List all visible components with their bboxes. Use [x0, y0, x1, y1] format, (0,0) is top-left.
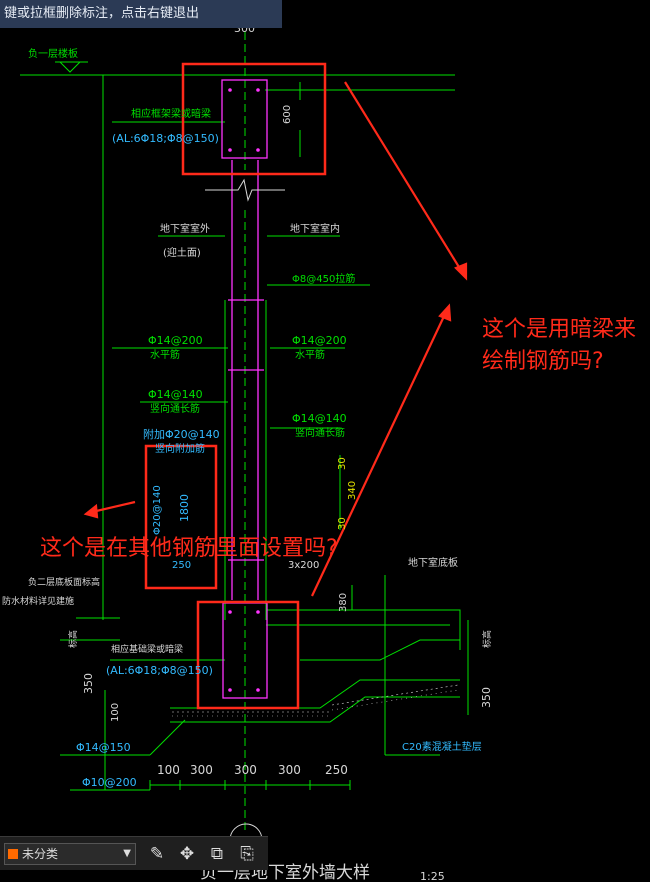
bottom-dim-1: 100 [157, 763, 180, 777]
beam-bot-label: 相应基础梁或暗梁 [111, 643, 183, 655]
outside-sub: (迎土面) [163, 246, 201, 259]
bottom-dim-3: 300 [234, 763, 257, 777]
horiz-right-sub: 水平筋 [295, 348, 325, 361]
outside-label: 地下室室外 [160, 222, 210, 235]
basement-floor-label: 地下室底板 [408, 556, 458, 569]
horiz-left: Φ14@200 [148, 334, 203, 347]
waterproof-note: 防水材料详见建施 [2, 595, 74, 607]
level-b2: 负二层底板面标高 [28, 576, 100, 588]
level-side-right: 标高 [481, 630, 493, 648]
beam-bot-rebar: (AL:6Φ18;Φ8@150) [106, 664, 213, 677]
dim-20-140: Φ20@140 [152, 485, 163, 535]
horiz-right: Φ14@200 [292, 334, 347, 347]
dim-1800: 1800 [178, 494, 191, 522]
dim-250: 250 [172, 560, 191, 571]
dim-600: 600 [282, 105, 293, 124]
dim-100-left: 100 [110, 703, 121, 722]
beam-top-rebar: (AL:6Φ18;Φ8@150) [112, 132, 219, 145]
bottom-toolbar: 未分类 ▼ ✎ ✥ ⧉ ⎘ [0, 836, 268, 870]
level-top-label: 负一层楼板 [28, 47, 78, 60]
category-label: 未分类 [22, 847, 59, 861]
bar-14-150: Φ14@150 [76, 741, 131, 754]
vert-left: Φ14@140 [148, 388, 203, 401]
status-hint: 键或拉框删除标注，点击右键退出 [0, 0, 282, 28]
extra-sub: 竖向附加筋 [155, 442, 205, 455]
extra-bar: 附加Φ20@140 [143, 427, 220, 441]
category-select[interactable]: 未分类 ▼ [4, 843, 136, 865]
beam-top-label: 相应框架梁或暗梁 [131, 107, 211, 120]
level-side-left: 标高 [67, 630, 79, 648]
bar-10-200: Φ10@200 [82, 776, 137, 789]
dim-3x200: 3x200 [288, 560, 319, 571]
vert-right-sub: 竖向通长筋 [295, 426, 345, 439]
bottom-dim-2: 300 [190, 763, 213, 777]
paste-icon[interactable]: ⎘ [240, 844, 254, 864]
tie-bar-label: Φ8@450拉筋 [292, 272, 355, 285]
bottom-dim-4: 300 [278, 763, 301, 777]
dim-350-left: 350 [82, 673, 95, 694]
dim-350-right: 350 [480, 687, 493, 708]
bottom-dim-5: 250 [325, 763, 348, 777]
vert-left-sub: 竖向通长筋 [150, 402, 200, 415]
dim-30b: 30 [337, 517, 348, 530]
edit-icon[interactable]: ✎ [149, 844, 165, 864]
drawing-scale: 1:25 [420, 870, 445, 882]
annotation-question-mid: 这个是在其他钢筋里面设置吗? [40, 536, 338, 561]
concrete-label: C20素混凝土垫层 [402, 740, 482, 753]
vert-right: Φ14@140 [292, 412, 347, 425]
horiz-left-sub: 水平筋 [150, 348, 180, 361]
annotation-question-top: 这个是用暗梁来绘制钢筋吗? [482, 317, 637, 374]
copy-icon[interactable]: ⧉ [210, 844, 224, 864]
dim-380: 380 [338, 593, 349, 612]
dim-30: 30 [337, 457, 348, 470]
move-icon[interactable]: ✥ [179, 844, 195, 864]
inside-label: 地下室室内 [290, 222, 340, 235]
chevron-down-icon: ▼ [123, 848, 131, 859]
category-color-swatch [8, 849, 18, 859]
dim-340: 340 [347, 481, 358, 500]
